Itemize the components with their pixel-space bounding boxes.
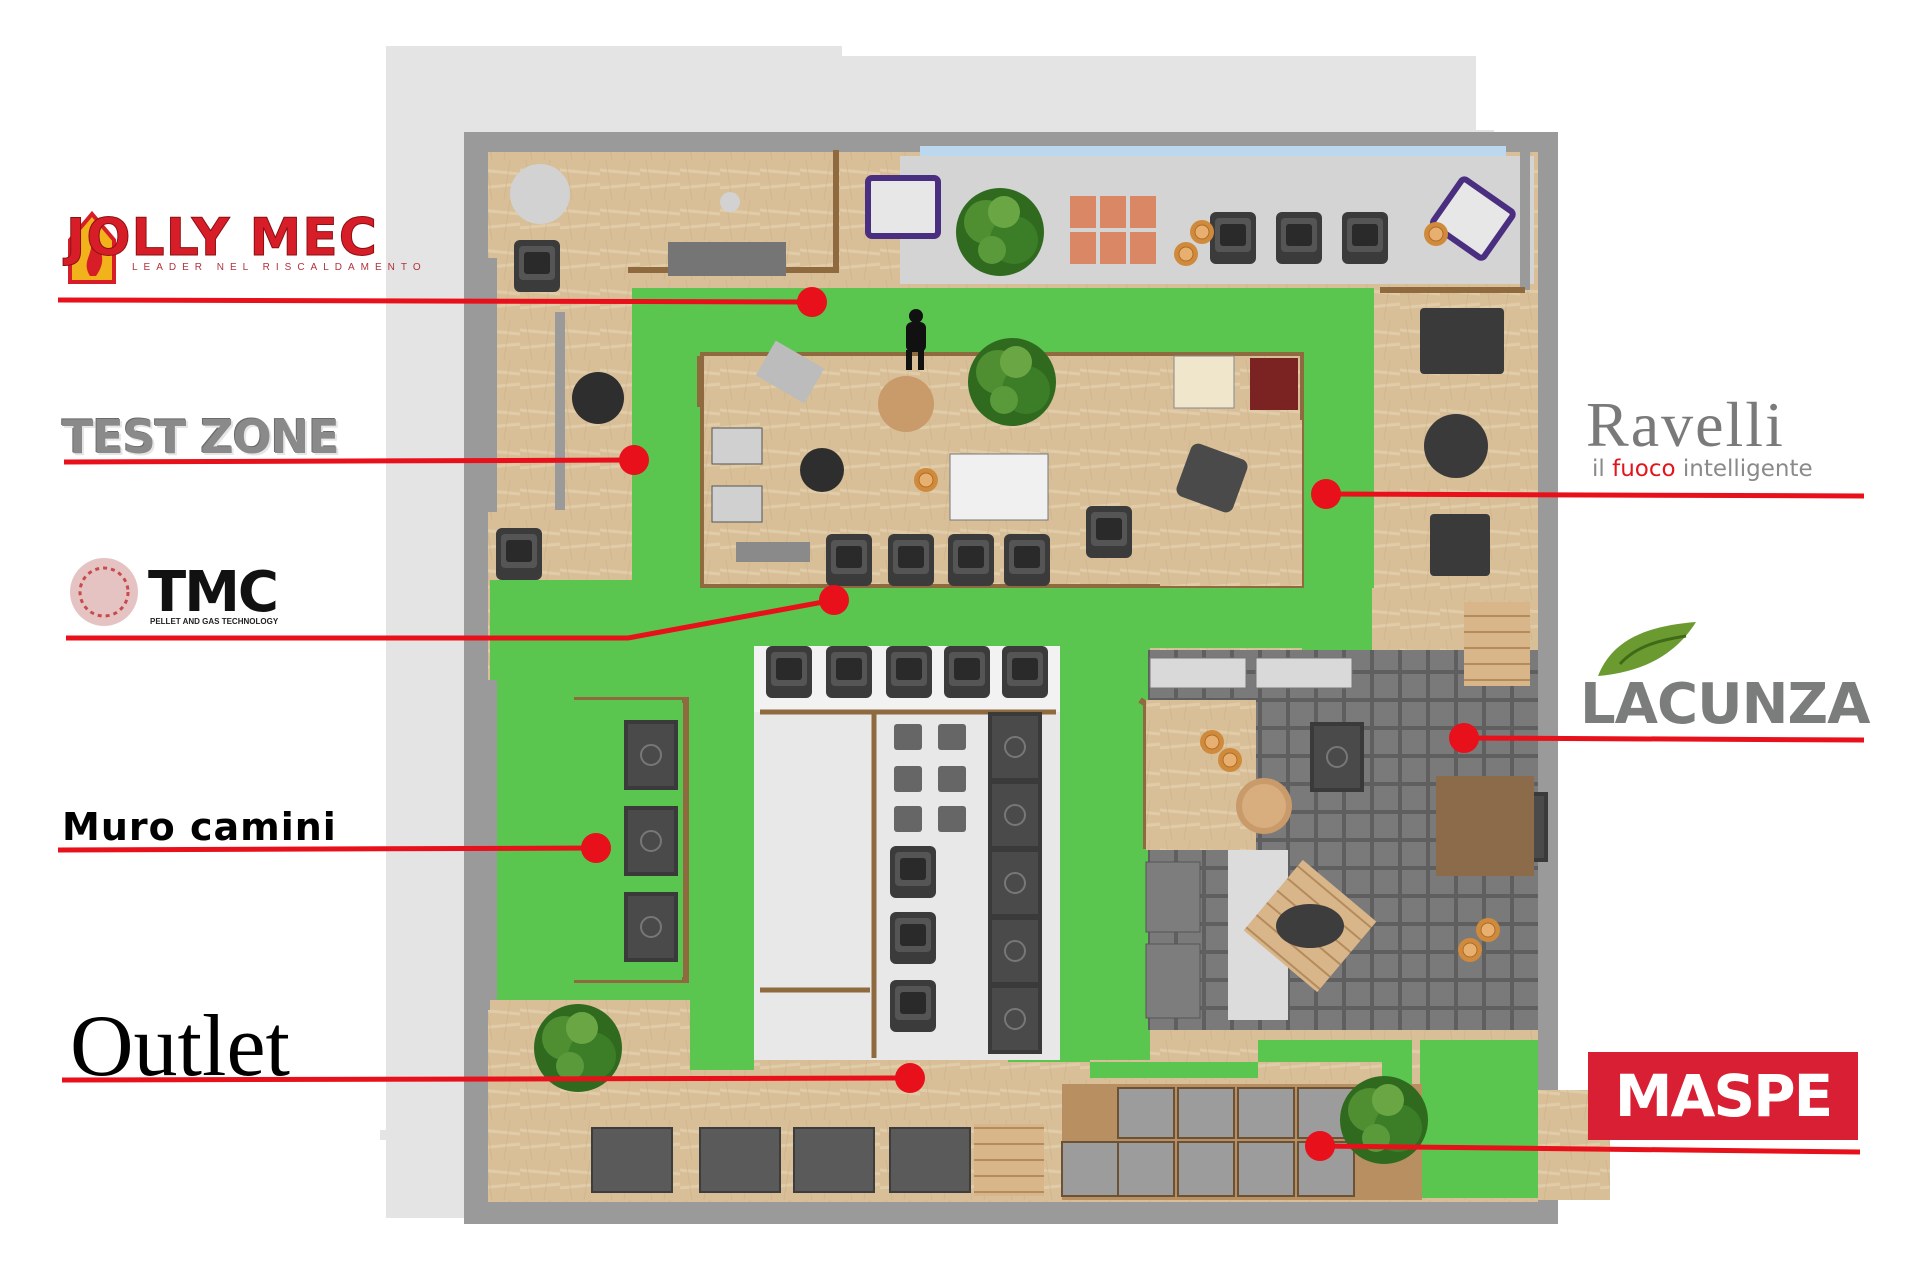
pallet-icon <box>974 1124 1044 1196</box>
jolly-mec-name: JOLLY MEC <box>66 208 378 269</box>
grill-icon <box>865 175 941 239</box>
ravelli-name: Ravelli <box>1586 389 1785 460</box>
pellet-bags-icon <box>1070 196 1156 264</box>
round-table-icon <box>510 164 570 224</box>
jolly-mec-logo-mark <box>68 210 116 284</box>
pointer-dots <box>581 287 1479 1161</box>
tmc-label: TMC PELLET AND GAS TECHNOLOGY <box>70 560 279 626</box>
tmc-logo-mark <box>70 558 138 626</box>
pointer-lines <box>57 297 1865 1155</box>
table-icon <box>1236 778 1377 993</box>
ravelli-tagline: il fuoco intelligente <box>1592 456 1813 482</box>
outlet-label: Outlet <box>70 998 290 1095</box>
muro-camini-label: Muro camini <box>62 805 337 849</box>
window-strip <box>920 146 1506 156</box>
test-zone-label: TEST ZONE <box>62 410 340 464</box>
person-icon <box>906 309 926 370</box>
counter-icon <box>668 242 786 276</box>
tmc-tagline: PELLET AND GAS TECHNOLOGY <box>150 617 279 626</box>
stove-icon <box>1420 308 1504 576</box>
outlet-stove-row <box>591 1127 971 1193</box>
stove-top-icon <box>894 724 966 832</box>
cooker-icon <box>1149 657 1247 689</box>
display-box <box>1145 861 1201 1019</box>
lacunza-logo-mark <box>1598 622 1696 676</box>
jolly-mec-label: JOLLY MEC LEADER NEL RISCALDAMENTO <box>66 208 427 274</box>
stove-icon <box>572 372 624 424</box>
ravelli-tagline-pre: il <box>1592 456 1613 482</box>
maspe-label: MASPE <box>1588 1052 1858 1140</box>
lacunza-label: LACUNZA <box>1580 672 1870 737</box>
ravelli-tagline-accent: fuoco <box>1612 456 1676 482</box>
cabinet-icon <box>1436 776 1534 876</box>
ravelli-label: Ravelli il fuoco intelligente <box>1586 388 1813 482</box>
table-icon <box>711 340 1298 562</box>
tmc-name: TMC <box>148 560 279 625</box>
jolly-mec-tagline: LEADER NEL RISCALDAMENTO <box>132 262 427 273</box>
pallet-icon <box>1464 602 1530 686</box>
ravelli-tagline-post: intelligente <box>1675 456 1813 482</box>
